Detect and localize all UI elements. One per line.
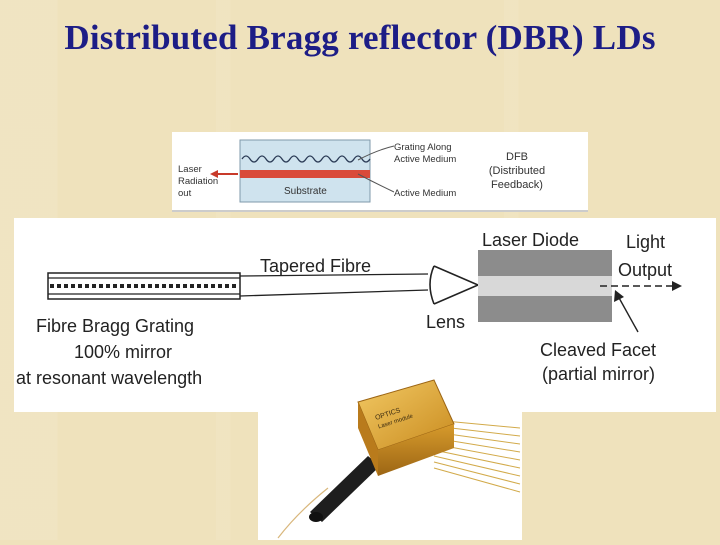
slide-title: Distributed Bragg reflector (DBR) LDs <box>64 18 656 57</box>
module-front <box>358 402 378 476</box>
active-leader <box>357 173 395 193</box>
light-output-label-2: Output <box>618 260 672 280</box>
grating-label-2: Active Medium <box>394 154 456 165</box>
taper-top <box>239 273 429 277</box>
laser-out-label-1: Laser <box>178 164 202 175</box>
dfb-type-3: Feedback) <box>491 179 543 191</box>
module-side <box>378 424 454 476</box>
substrate-label: Substrate <box>284 186 327 197</box>
laser-module-photo: OPTICS Laser module <box>258 362 522 540</box>
facet-arrow <box>617 295 639 333</box>
grating-wave <box>241 155 371 163</box>
dfb-type-2: (Distributed <box>489 165 545 177</box>
cleaved-facet-label-1: Cleaved Facet <box>540 340 656 360</box>
tapered-fibre-label: Tapered Fibre <box>260 256 371 276</box>
cleaved-facet-label-2: (partial mirror) <box>542 364 655 384</box>
dfb-diagram-panel: Substrate Laser Radiation out Grating Al… <box>172 132 588 212</box>
grating-leader <box>357 145 395 161</box>
lens <box>429 265 481 305</box>
dfb-diagram: Substrate Laser Radiation out Grating Al… <box>172 139 588 212</box>
fibre-boot <box>310 456 380 522</box>
dfb-type-1: DFB <box>506 151 528 163</box>
fbg-diagram-panel: Tapered Fibre Lens Laser Diode Light Out… <box>14 218 716 412</box>
laser-out-label-2: Radiation <box>178 176 218 187</box>
laser-out-label-3: out <box>178 188 192 199</box>
active-medium-layer <box>240 170 370 178</box>
laser-diode-waveguide <box>478 276 612 296</box>
laser-diode-label: Laser Diode <box>482 230 579 250</box>
taper-bottom <box>239 289 429 297</box>
fbg-diagram: Tapered Fibre Lens Laser Diode Light Out… <box>16 230 682 388</box>
fbg-label-2: 100% mirror <box>74 342 172 362</box>
lens-label: Lens <box>426 312 465 332</box>
fbg-label-1: Fibre Bragg Grating <box>36 316 194 336</box>
grating-label-1: Grating Along <box>394 142 452 153</box>
module-pins <box>433 419 521 493</box>
fibre-bragg-grating <box>47 272 241 300</box>
fibre-pigtail <box>277 487 329 539</box>
active-medium-label: Active Medium <box>394 188 456 199</box>
laser-module-image: OPTICS Laser module <box>277 379 521 539</box>
light-output-label-1: Light <box>626 232 665 252</box>
fbg-label-3: at resonant wavelength <box>16 368 202 388</box>
